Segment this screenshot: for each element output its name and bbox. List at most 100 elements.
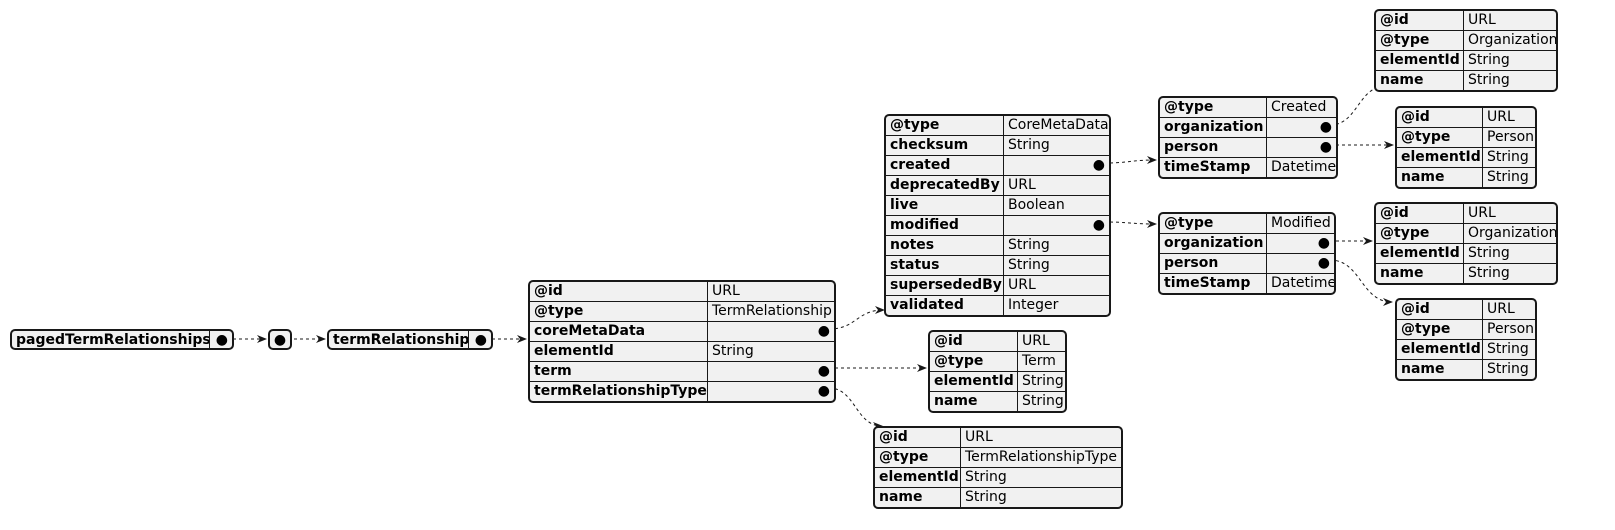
row-key: @id: [1376, 204, 1464, 223]
link-dot-icon: ●: [1092, 217, 1105, 233]
row-value: String: [965, 489, 1007, 505]
row-key: @type: [530, 302, 708, 321]
row-key: notes: [886, 236, 1004, 255]
row-value: URL: [1022, 333, 1050, 349]
row-value: String: [1468, 52, 1510, 68]
row-key: @id: [930, 332, 1018, 351]
row-value: URL: [1008, 277, 1036, 293]
link-dot-icon: ●: [1319, 139, 1332, 155]
row-key: @type: [875, 448, 961, 467]
row-value: Created: [1271, 99, 1327, 115]
row-key: name: [1397, 168, 1483, 187]
row-value: URL: [1487, 301, 1515, 317]
row-key: @id: [530, 282, 708, 301]
link-dot-icon: ●: [817, 323, 830, 339]
row-key: @id: [875, 428, 961, 447]
row-key: elementId: [530, 342, 708, 361]
link-dot-icon: ●: [474, 332, 487, 348]
row-value: Organization: [1468, 32, 1556, 48]
row-value: Datetime: [1271, 275, 1334, 291]
row-key: checksum: [886, 136, 1004, 155]
table-row: person●: [1160, 137, 1336, 157]
row-key: created: [886, 156, 1004, 175]
row-value: String: [1487, 341, 1529, 357]
row-value: TermRelationshipType: [965, 449, 1118, 465]
table-row: term ●: [530, 361, 834, 381]
row-key: @id: [1397, 300, 1483, 319]
row-key: @type: [886, 116, 1004, 135]
link-dot-icon: ●: [1319, 119, 1332, 135]
row-value: String: [1008, 257, 1050, 273]
link-dot-icon: ●: [1317, 235, 1330, 251]
row-value: Boolean: [1008, 197, 1065, 213]
root-node: pagedTermRelationships ●: [10, 329, 234, 350]
row-value: URL: [1468, 12, 1496, 28]
row-value: Integer: [1008, 297, 1059, 313]
connector-edge: [1103, 219, 1157, 228]
row-value: Person: [1487, 321, 1535, 337]
row-key: elementId: [1376, 51, 1464, 70]
table-row: modified●: [886, 215, 1109, 235]
table-row: coreMetaData ●: [530, 321, 834, 341]
table-row: termRelationshipType●: [530, 381, 834, 401]
row-value: String: [1022, 393, 1064, 409]
row-key: status: [886, 256, 1004, 275]
row-key: term: [530, 362, 708, 381]
row-key: elementId: [1376, 244, 1464, 263]
row-key: supersededBy: [886, 276, 1004, 295]
row-key: @type: [1160, 214, 1267, 233]
link-dot-icon: ●: [215, 332, 228, 348]
row-key: termRelationshipType: [530, 382, 708, 401]
row-key: elementId: [1397, 148, 1483, 167]
row-key: name: [1376, 71, 1464, 90]
row-value: String: [1468, 72, 1510, 88]
connector-edge: [1103, 156, 1157, 165]
link-dot-icon: ●: [817, 363, 830, 379]
row-value: String: [712, 343, 754, 359]
row-key: coreMetaData: [530, 322, 708, 341]
link-dot-icon: ●: [1317, 255, 1330, 271]
connector-edge: [828, 306, 885, 330]
row-key: organization: [1160, 234, 1267, 253]
table-row: person●: [1160, 253, 1334, 273]
row-key: @id: [1397, 108, 1483, 127]
row-key: validated: [886, 296, 1004, 315]
row-key: @type: [1376, 31, 1464, 50]
row-key: timeStamp: [1160, 274, 1267, 293]
row-key: deprecatedBy: [886, 176, 1004, 195]
connector-edge: [1329, 259, 1393, 306]
row-value: CoreMetaData: [1008, 117, 1109, 133]
row-value: Term: [1022, 353, 1056, 369]
row-value: String: [1022, 373, 1064, 389]
row-key: name: [875, 488, 961, 507]
row-key: name: [930, 392, 1018, 411]
row-value: URL: [965, 429, 993, 445]
